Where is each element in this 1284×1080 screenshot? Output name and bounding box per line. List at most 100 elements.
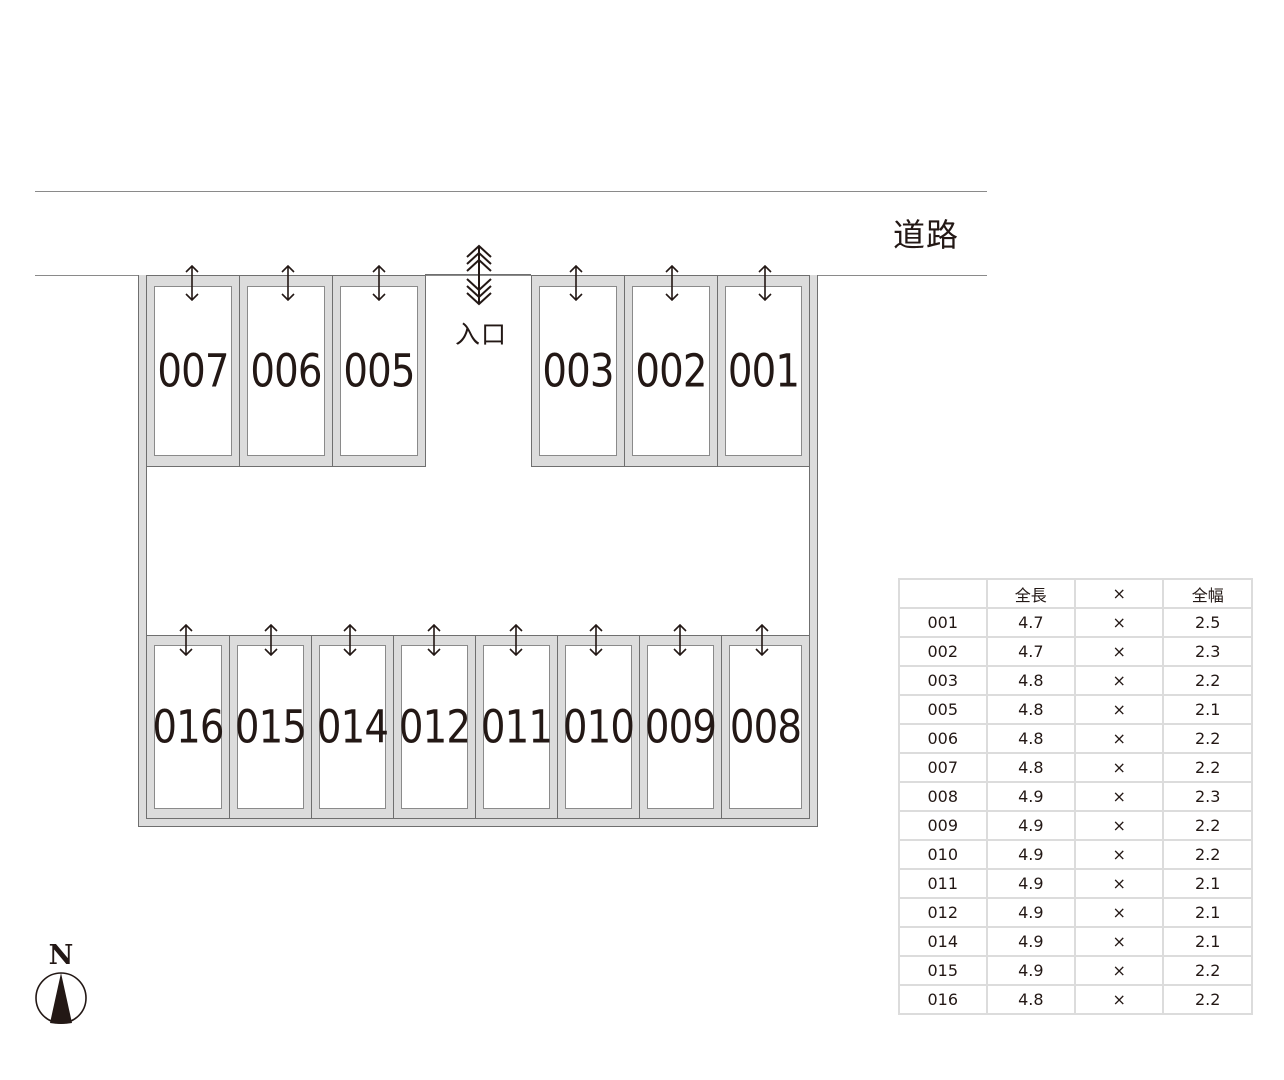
cell-id: 005	[898, 694, 988, 725]
cell-width: 2.2	[1162, 984, 1253, 1015]
space-number: 012	[398, 700, 471, 754]
cell-length: 4.9	[985, 897, 1077, 928]
cell-id: 007	[898, 752, 988, 783]
cell-times: ×	[1074, 636, 1165, 667]
cell-width: 2.2	[1162, 752, 1253, 783]
cell-id: 002	[898, 636, 988, 667]
entrance-arrow-icon	[466, 244, 492, 306]
lot-wall-left	[138, 275, 147, 827]
space-number: 003	[542, 344, 614, 398]
access-arrow-icon	[509, 624, 523, 656]
access-arrow-icon	[665, 265, 679, 301]
access-arrow-icon	[343, 624, 357, 656]
access-arrow-icon	[673, 624, 687, 656]
cell-width: 2.3	[1162, 636, 1253, 667]
parking-space-006[interactable]: 006	[239, 275, 333, 467]
cell-id: 012	[898, 897, 988, 928]
cell-times: ×	[1074, 955, 1165, 986]
cell-length: 4.9	[985, 955, 1077, 986]
access-arrow-icon	[569, 265, 583, 301]
north-label: N	[48, 940, 74, 971]
parking-space-008[interactable]: 008	[721, 635, 810, 819]
cell-id: 010	[898, 839, 988, 870]
cell-width: 2.2	[1162, 665, 1253, 696]
space-number: 007	[157, 344, 229, 398]
cell-length: 4.8	[985, 694, 1077, 725]
cell-width: 2.3	[1162, 781, 1253, 812]
cell-length: 4.8	[985, 752, 1077, 783]
lot-wall-right	[809, 275, 818, 827]
parking-space-016[interactable]: 016	[146, 635, 230, 819]
cell-length: 4.9	[985, 781, 1077, 812]
cell-times: ×	[1074, 781, 1165, 812]
parking-space-010[interactable]: 010	[557, 635, 640, 819]
cell-length: 4.9	[985, 839, 1077, 870]
cell-times: ×	[1074, 723, 1165, 754]
space-number: 002	[635, 344, 707, 398]
header-times: ×	[1074, 578, 1165, 609]
cell-length: 4.7	[985, 607, 1077, 638]
cell-width: 2.1	[1162, 897, 1253, 928]
header-id	[898, 578, 988, 609]
parking-space-002[interactable]: 002	[624, 275, 718, 467]
cell-id: 006	[898, 723, 988, 754]
cell-times: ×	[1074, 694, 1165, 725]
access-arrow-icon	[758, 265, 772, 301]
cell-times: ×	[1074, 752, 1165, 783]
space-number: 008	[729, 700, 802, 754]
parking-space-012[interactable]: 012	[393, 635, 476, 819]
cell-width: 2.2	[1162, 723, 1253, 754]
cell-id: 008	[898, 781, 988, 812]
cell-times: ×	[1074, 665, 1165, 696]
road-label: 道路	[893, 216, 960, 254]
cell-times: ×	[1074, 839, 1165, 870]
north-compass: N	[35, 942, 89, 1026]
cell-length: 4.9	[985, 810, 1077, 841]
space-number: 010	[562, 700, 635, 754]
cell-width: 2.2	[1162, 810, 1253, 841]
header-length: 全長	[985, 578, 1077, 609]
space-number: 011	[480, 700, 553, 754]
access-arrow-icon	[427, 624, 441, 656]
access-arrow-icon	[281, 265, 295, 301]
space-number: 016	[152, 700, 224, 754]
cell-times: ×	[1074, 897, 1165, 928]
cell-length: 4.8	[985, 665, 1077, 696]
parking-space-001[interactable]: 001	[717, 275, 810, 467]
parking-space-005[interactable]: 005	[332, 275, 426, 467]
space-number: 014	[316, 700, 389, 754]
parking-space-015[interactable]: 015	[229, 635, 312, 819]
cell-times: ×	[1074, 810, 1165, 841]
space-number: 015	[234, 700, 307, 754]
cell-width: 2.5	[1162, 607, 1253, 638]
cell-id: 009	[898, 810, 988, 841]
access-arrow-icon	[179, 624, 193, 656]
cell-length: 4.7	[985, 636, 1077, 667]
access-arrow-icon	[185, 265, 199, 301]
parking-space-007[interactable]: 007	[146, 275, 240, 467]
access-arrow-icon	[589, 624, 603, 656]
space-number: 006	[250, 344, 322, 398]
lot-wall-bottom	[138, 817, 818, 827]
header-width: 全幅	[1162, 578, 1253, 609]
parking-space-003[interactable]: 003	[531, 275, 625, 467]
table-header-row: 全長 × 全幅	[898, 578, 1253, 609]
parking-space-009[interactable]: 009	[639, 635, 722, 819]
parking-space-011[interactable]: 011	[475, 635, 558, 819]
cell-id: 001	[898, 607, 988, 638]
access-arrow-icon	[755, 624, 769, 656]
cell-id: 015	[898, 955, 988, 986]
cell-id: 003	[898, 665, 988, 696]
parking-space-014[interactable]: 014	[311, 635, 394, 819]
